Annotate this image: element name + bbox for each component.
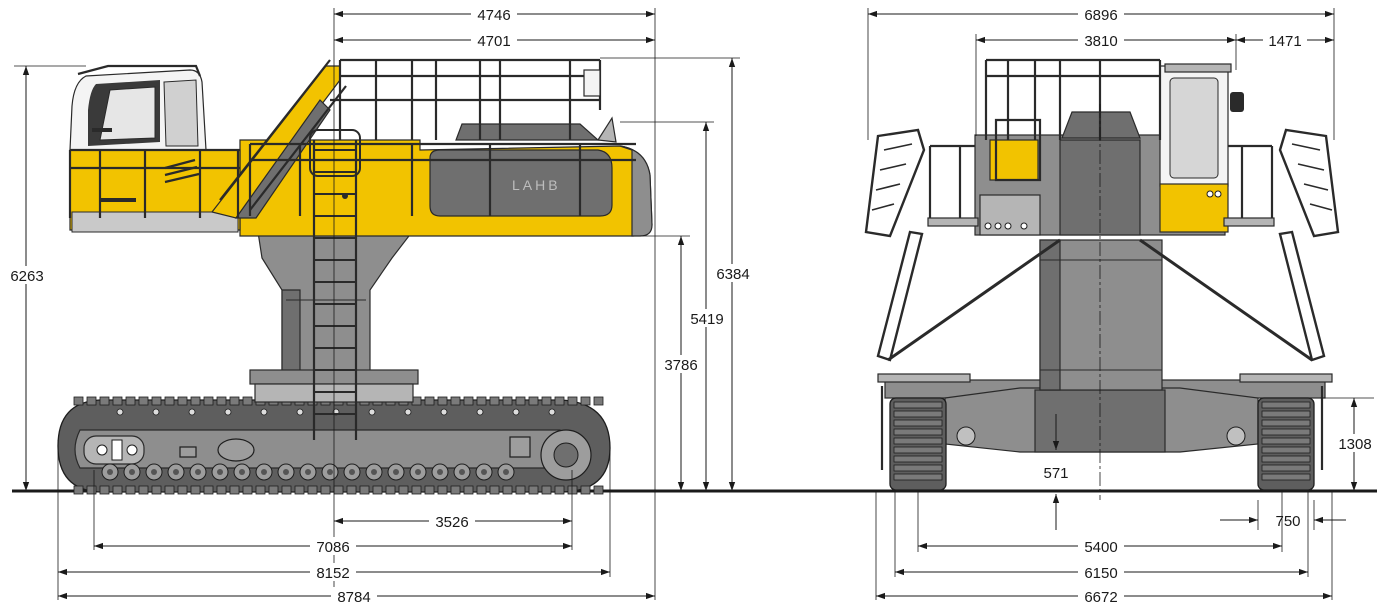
dim-6263: 6263 (10, 268, 43, 285)
side-view-machine: LAHB (57, 58, 653, 495)
front-view-machine (864, 58, 1340, 491)
dim-5400: 5400 (1084, 539, 1117, 556)
front-left-track (889, 397, 947, 491)
side-railings (68, 58, 636, 218)
dim-6672: 6672 (1084, 589, 1117, 606)
dim-1471: 1471 (1268, 33, 1301, 50)
side-pedestal (249, 231, 419, 403)
dim-6384: 6384 (716, 266, 749, 283)
dim-4746: 4746 (477, 7, 510, 24)
dim-4701: 4701 (477, 33, 510, 50)
dim-750: 750 (1275, 513, 1300, 530)
dim-6896: 6896 (1084, 7, 1117, 24)
dim-8784: 8784 (337, 589, 370, 606)
side-ladder (309, 129, 361, 440)
dim-3526: 3526 (435, 514, 468, 531)
dim-571: 571 (1043, 465, 1068, 482)
front-pedestal (887, 238, 1313, 391)
dim-1308: 1308 (1338, 436, 1371, 453)
dim-3786: 3786 (664, 357, 697, 374)
front-right-track (1257, 397, 1315, 491)
side-cab (69, 64, 207, 151)
dim-6150: 6150 (1084, 565, 1117, 582)
side-upper-carriage: LAHB (69, 116, 653, 237)
front-view-dimensions: 6896 3810 1471 571 1308 750 5400 6150 66… (867, 5, 1375, 606)
logo-text: LAHB (512, 177, 561, 193)
dim-5419: 5419 (690, 311, 723, 328)
side-view-dimensions: 4746 4701 6263 6384 5419 3786 3526 7086 … (8, 5, 754, 606)
front-undercarriage (877, 373, 1333, 491)
dim-3810: 3810 (1084, 33, 1117, 50)
dim-8152: 8152 (316, 565, 349, 582)
dim-7086: 7086 (316, 539, 349, 556)
front-railings (864, 58, 1340, 362)
front-upper-carriage (974, 63, 1244, 236)
